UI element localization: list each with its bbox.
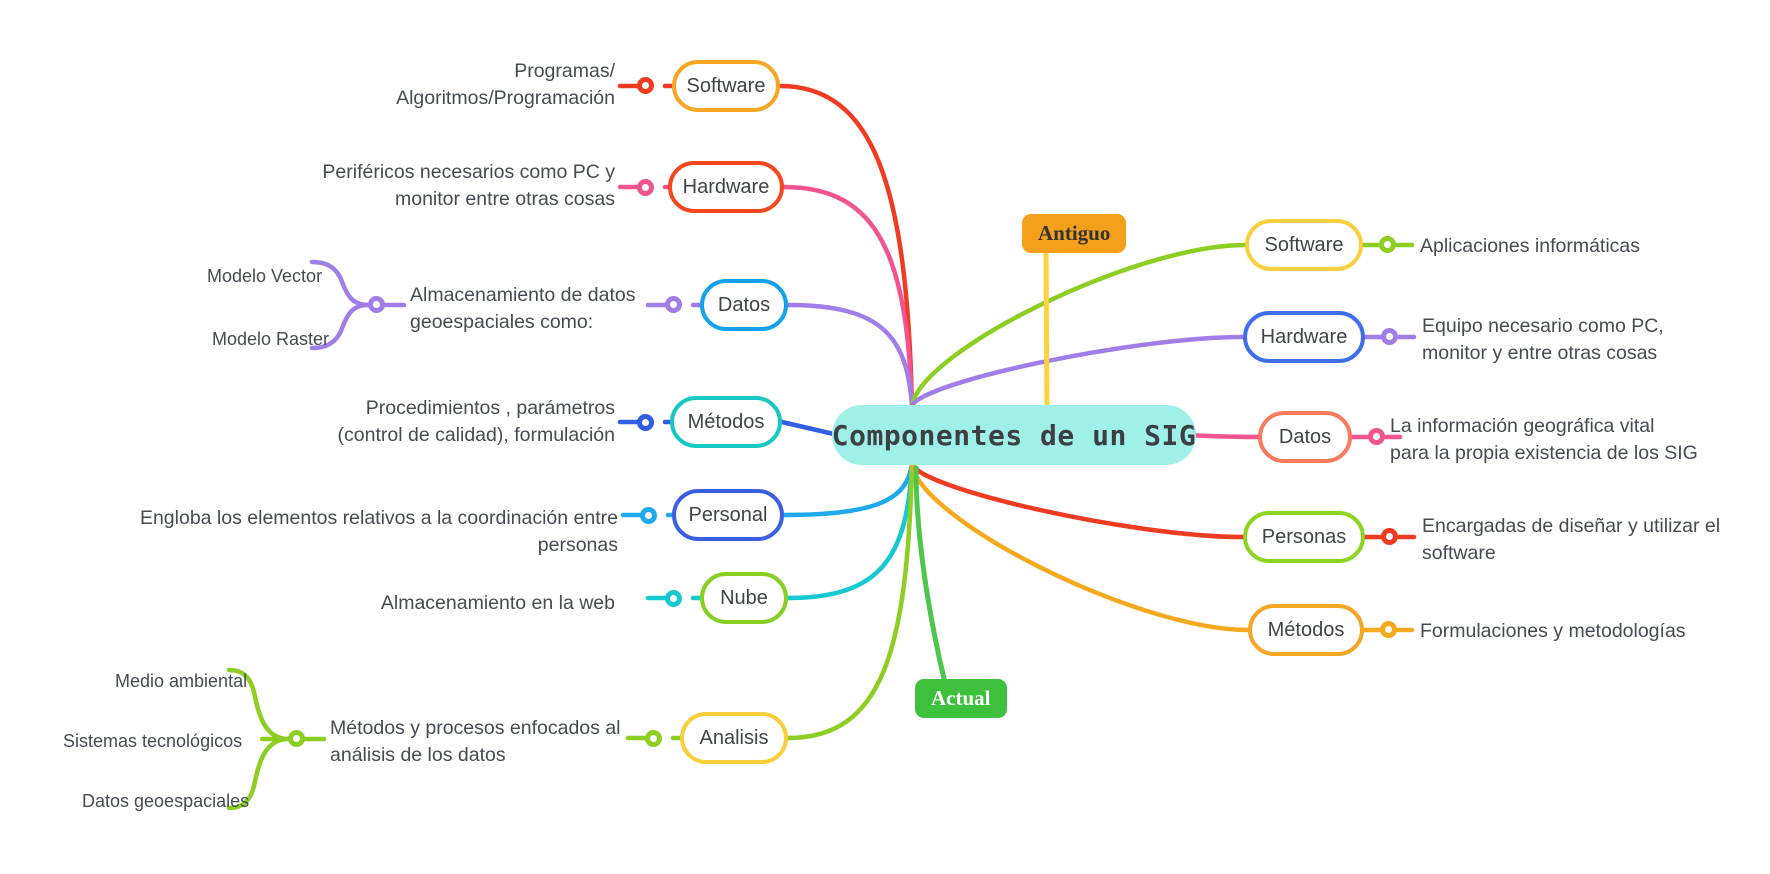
leaf-label-hardware-left: Periféricos necesarios como PC y monitor… — [322, 161, 615, 210]
connector-ring-datos-children — [368, 296, 385, 313]
subleaf-sistemas-tecnologicos: Sistemas tecnológicos — [63, 731, 243, 751]
node-datos-right[interactable]: Datos — [1258, 411, 1352, 463]
node-hardware-left[interactable]: Hardware — [668, 161, 784, 213]
connector-ring-analisis-left — [645, 730, 662, 747]
node-personas-right[interactable]: Personas — [1243, 511, 1365, 563]
node-hardware-right[interactable]: Hardware — [1243, 311, 1365, 363]
connector-ring-personal-left — [640, 507, 657, 524]
connector-ring-metodos-right — [1380, 621, 1397, 638]
connector-ring-analisis-children — [288, 730, 305, 747]
badge-actual[interactable]: Actual — [915, 679, 1007, 718]
leaf-label-software-left: Programas/ Algoritmos/Programación — [396, 60, 615, 109]
leaf-label-metodos-left: Procedimientos , parámetros (control de … — [337, 397, 615, 446]
badge-antiguo[interactable]: Antiguo — [1022, 214, 1127, 253]
connector-ring-metodos-left — [637, 414, 654, 431]
leaf-label-software-right: Aplicaciones informáticas — [1420, 235, 1641, 257]
leaf-label-hardware-right: Equipo necesario como PC, monitor y entr… — [1422, 315, 1664, 364]
leaf-label-datos-left: Almacenamiento de datos geoespaciales co… — [410, 284, 636, 333]
root-node[interactable]: Componentes de un SIG — [832, 405, 1196, 465]
leaf-label-personas-right: Encargadas de diseñar y utilizar el soft… — [1422, 515, 1721, 564]
subleaf-datos-geoespaciales: Datos geoespaciales — [82, 791, 250, 811]
node-metodos-left[interactable]: Métodos — [670, 396, 782, 448]
connector-ring-datos-right — [1368, 428, 1385, 445]
node-personal-left[interactable]: Personal — [672, 489, 784, 541]
node-datos-left[interactable]: Datos — [700, 279, 788, 331]
connector-ring-datos-left — [665, 296, 682, 313]
node-software-left[interactable]: Software — [672, 60, 780, 112]
connector-ring-software-right — [1379, 236, 1396, 253]
leaf-label-nube-left: Almacenamiento en la web — [380, 592, 615, 614]
subleaf-medio-ambiental: Medio ambiental — [115, 671, 248, 691]
leaf-label-datos-right: La información geográfica vital para la … — [1390, 415, 1698, 464]
leaf-label-metodos-right: Formulaciones y metodologías — [1420, 620, 1686, 642]
connector-ring-nube-left — [665, 590, 682, 607]
connector-ring-software-left — [637, 77, 654, 94]
leaf-label-analisis-left: Métodos y procesos enfocados al análisis… — [330, 717, 621, 766]
connector-ring-personas-right — [1381, 528, 1398, 545]
leaf-label-personal-left: Engloba los elementos relativos a la coo… — [139, 507, 618, 556]
node-analisis-left[interactable]: Analisis — [680, 712, 788, 764]
node-software-right[interactable]: Software — [1245, 219, 1363, 271]
node-nube-left[interactable]: Nube — [700, 572, 788, 624]
subleaf-modelo-raster: Modelo Raster — [212, 329, 330, 349]
connector-ring-hardware-right — [1381, 328, 1398, 345]
subleaf-modelo-vector: Modelo Vector — [207, 266, 323, 286]
connector-ring-hardware-left — [637, 179, 654, 196]
node-metodos-right[interactable]: Métodos — [1248, 604, 1364, 656]
